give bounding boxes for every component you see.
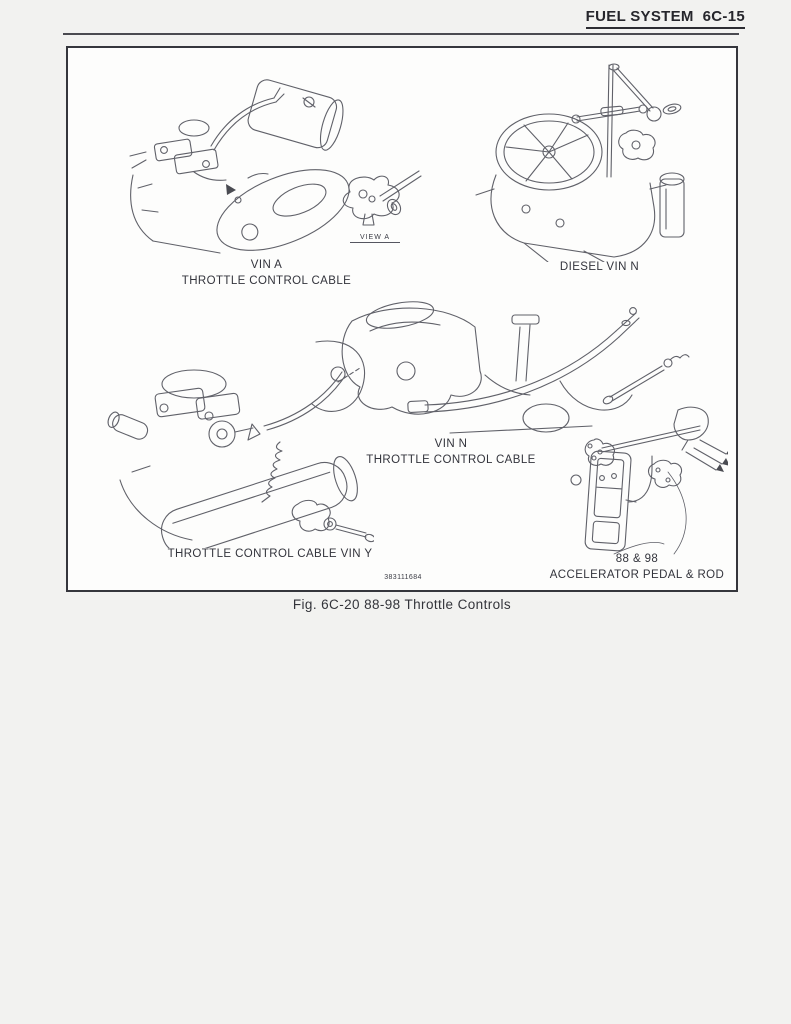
part-number: 383111684 [384, 574, 422, 581]
vin-y-engine-drawing [107, 340, 374, 548]
label-vin-n-line2: THROTTLE CONTROL CABLE [366, 454, 536, 466]
label-diesel-vin-n: DIESEL VIN N [559, 261, 640, 273]
label-view-a: VIEW A [350, 234, 400, 243]
header-rule [63, 33, 739, 35]
view-a-detail-drawing [342, 170, 422, 226]
label-pedal: 88 & 98 ACCELERATOR PEDAL & ROD [542, 551, 732, 583]
figure-caption: Fig. 6C-20 88-98 Throttle Controls [292, 597, 512, 612]
accelerator-pedal-drawing [570, 354, 728, 555]
vin-n-engine-drawing [341, 301, 640, 434]
label-pedal-line1: 88 & 98 [615, 553, 659, 565]
label-vin-a-line2: THROTTLE CONTROL CABLE [181, 275, 352, 287]
figure-frame: VIN A THROTTLE CONTROL CABLE VIEW A DIES… [66, 46, 738, 592]
label-vin-n: VIN N THROTTLE CONTROL CABLE [351, 436, 551, 468]
label-pedal-line2: ACCELERATOR PEDAL & ROD [549, 569, 725, 581]
label-vin-n-line1: VIN N [434, 438, 468, 450]
label-vin-a-line1: VIN A [250, 259, 283, 271]
label-vin-y: THROTTLE CONTROL CABLE VIN Y [167, 548, 373, 560]
diesel-vin-n-engine-drawing [475, 63, 685, 262]
vin-a-engine-drawing [129, 79, 350, 254]
page-header: FUEL SYSTEM 6C-15 [585, 8, 745, 29]
label-vin-a: VIN A THROTTLE CONTROL CABLE [164, 257, 369, 289]
